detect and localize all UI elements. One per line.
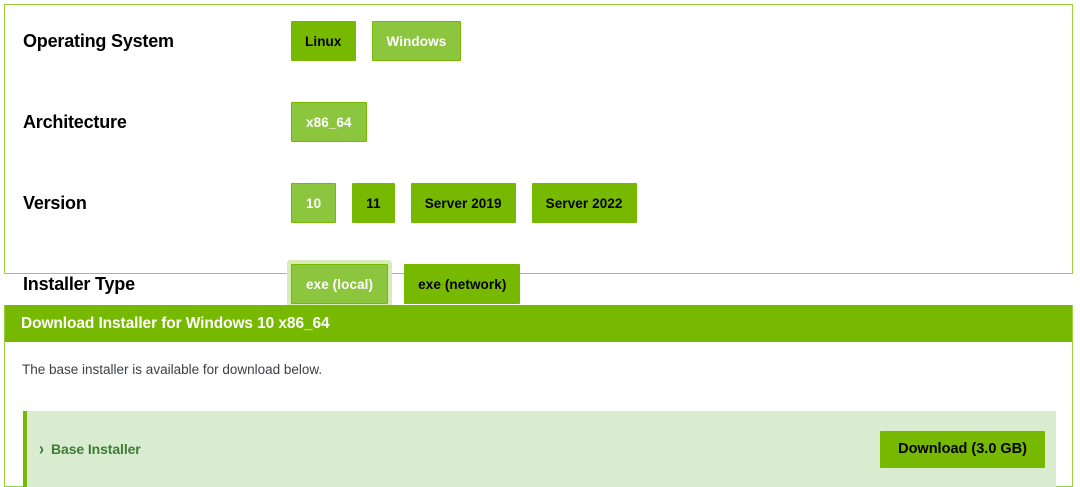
base-installer-card[interactable]: › Base Installer Download (3.0 GB) — [23, 411, 1056, 487]
download-button[interactable]: Download (3.0 GB) — [880, 430, 1045, 468]
base-installer-toggle[interactable]: › Base Installer — [39, 438, 141, 460]
operating-system-label: Operating System — [23, 31, 174, 51]
option-row-installer-type: Installer Type exe (local) exe (network) — [5, 250, 1072, 331]
base-installer-label: Base Installer — [51, 441, 141, 457]
option-row-version: Version 10 11 Server 2019 Server 2022 — [5, 169, 1072, 250]
option-version-server-2019[interactable]: Server 2019 — [410, 183, 516, 223]
version-options: 10 11 Server 2019 Server 2022 — [291, 183, 653, 223]
architecture-options: x86_64 — [291, 102, 383, 142]
architecture-label: Architecture — [23, 112, 127, 132]
download-panel-title: Download Installer for Windows 10 x86_64 — [21, 314, 330, 332]
option-architecture-x86-64[interactable]: x86_64 — [291, 102, 367, 142]
download-note: The base installer is available for down… — [22, 362, 323, 377]
version-label: Version — [23, 193, 87, 213]
option-operating-system-linux[interactable]: Linux — [291, 21, 356, 61]
option-row-operating-system: Operating System Linux Windows — [5, 5, 1072, 88]
option-installer-type-exe-network[interactable]: exe (network) — [404, 264, 521, 304]
installer-type-options: exe (local) exe (network) — [291, 264, 536, 304]
option-operating-system-windows[interactable]: Windows — [371, 21, 462, 61]
chevron-right-icon: › — [39, 438, 44, 460]
installer-type-label: Installer Type — [23, 274, 135, 294]
operating-system-options: Linux Windows — [291, 21, 477, 61]
download-panel-header: Download Installer for Windows 10 x86_64 — [5, 305, 1072, 342]
option-installer-type-exe-local[interactable]: exe (local) — [291, 264, 389, 304]
option-version-server-2022[interactable]: Server 2022 — [531, 183, 637, 223]
download-panel-body: The base installer is available for down… — [5, 342, 1072, 379]
option-version-10[interactable]: 10 — [291, 183, 337, 223]
download-panel: Download Installer for Windows 10 x86_64… — [4, 305, 1073, 487]
option-row-architecture: Architecture x86_64 — [5, 88, 1072, 169]
option-version-11[interactable]: 11 — [352, 183, 395, 223]
